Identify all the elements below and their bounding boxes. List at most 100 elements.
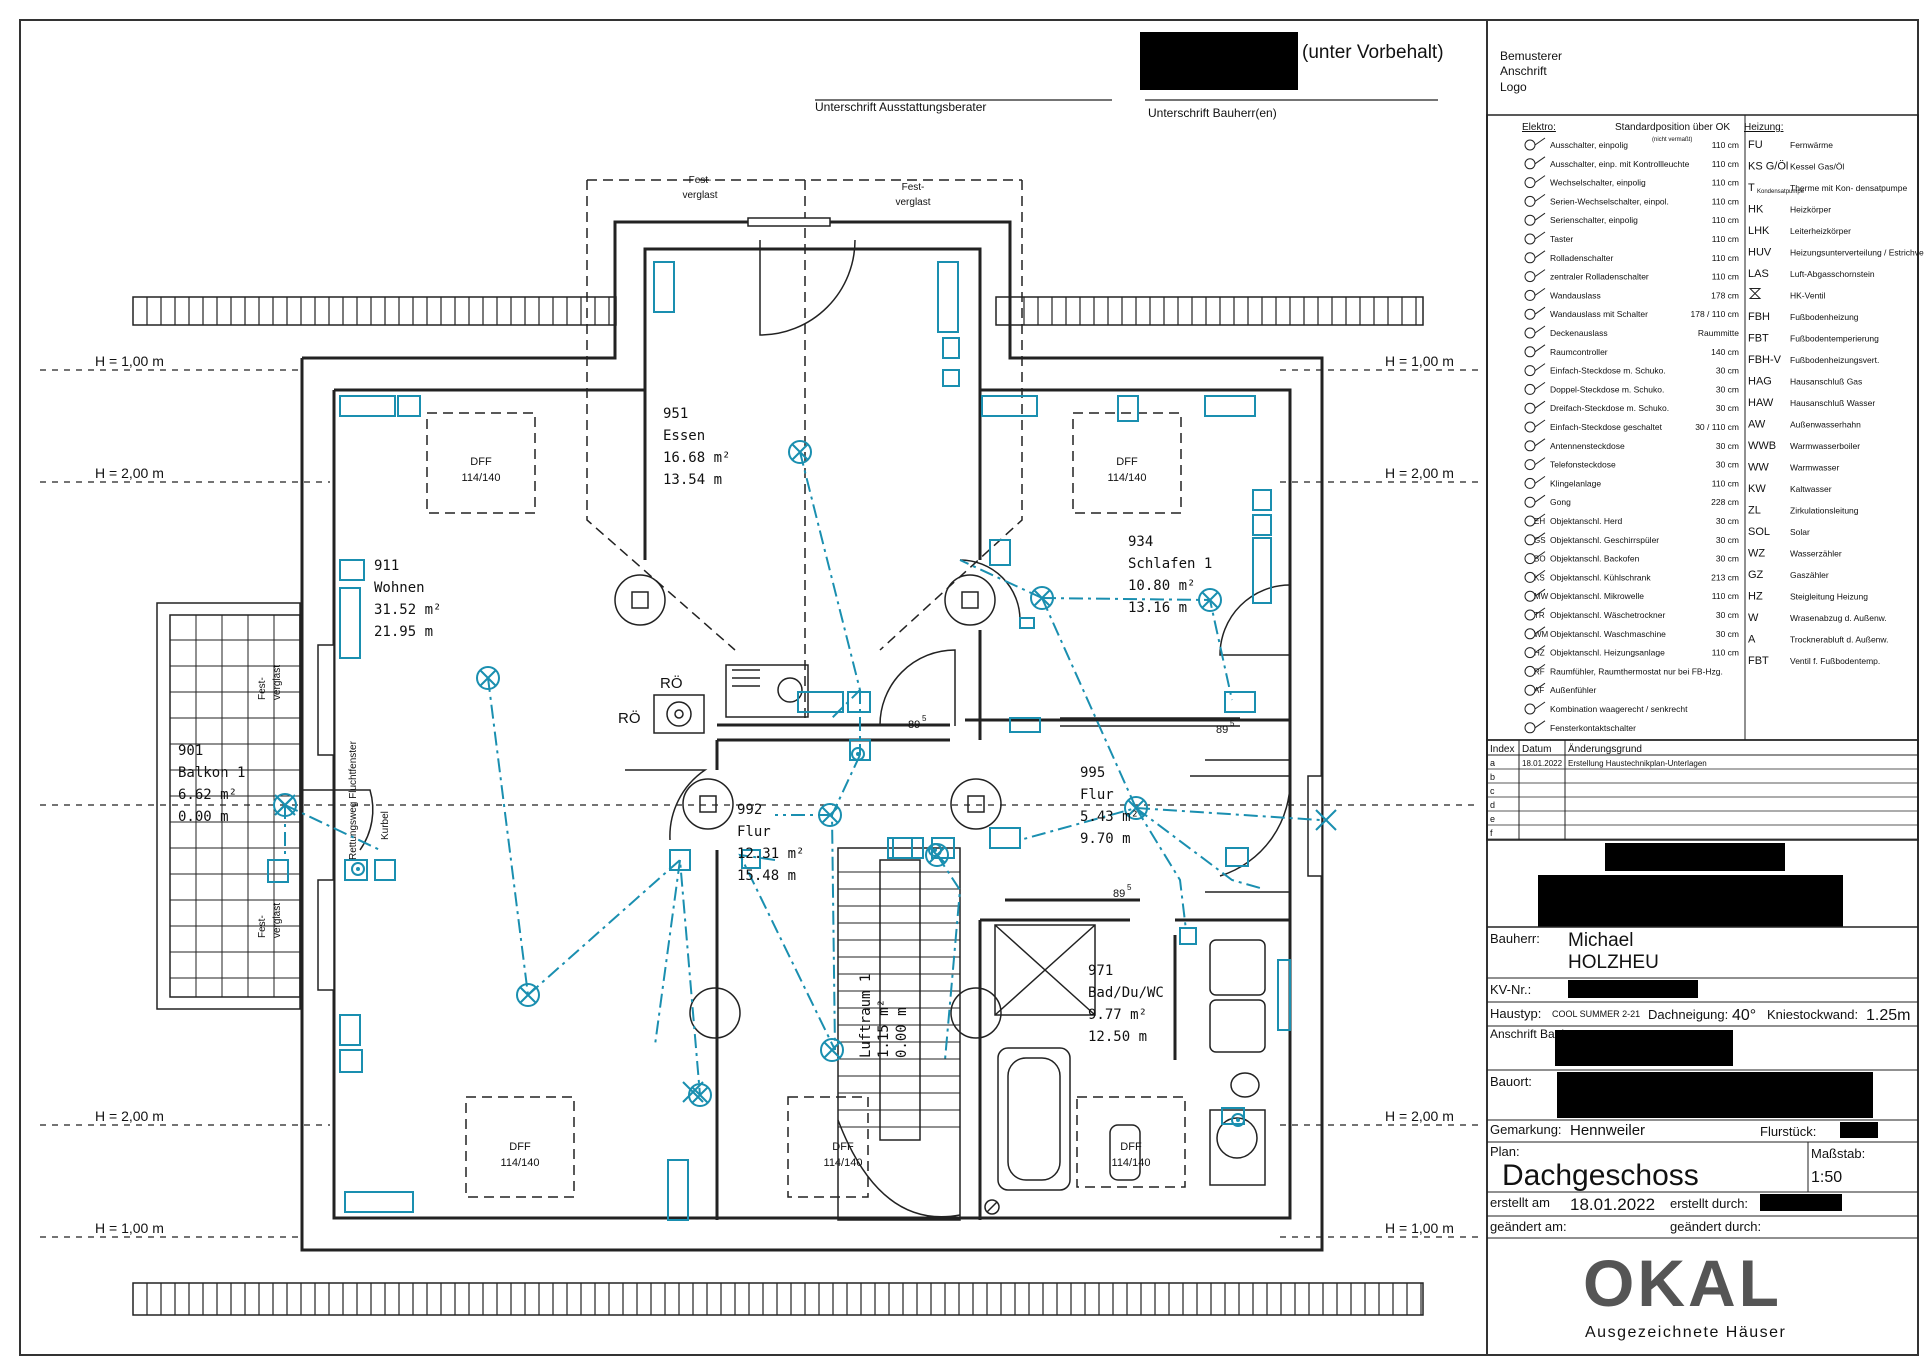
legend-height: 178 cm [1711,290,1739,300]
roof-windows: DFF 114/140 DFF 114/140 DFF 114/140 DFF … [426,412,1186,1198]
legend-height: 30 / 110 cm [1695,422,1739,432]
dff-label-flur: DFF [832,1141,854,1153]
legend-label: Hausanschluß Wasser [1790,398,1875,408]
legend-code: RF [1534,667,1545,676]
legend-label: Kaltwasser [1790,484,1832,494]
socket-icon [344,859,368,881]
dim-tag-1: 89 [908,719,920,731]
dim-tag-1-sup: 5 [922,714,927,723]
svg-text:971: 971 [1088,963,1113,979]
room-flur-992: 992 Flur 12.31 m² 15.48 m [737,802,804,884]
legend-label: Heizkörper [1790,205,1831,215]
kv-label: KV-Nr.: [1490,982,1531,997]
legend-label: Leiterheizkörper [1790,226,1851,236]
socket-icon [892,837,924,859]
legend-code: FBH-V [1748,354,1782,366]
svg-text:Balkon 1: Balkon 1 [178,765,245,781]
staircase [837,847,961,1221]
legend-code: WZ [1748,548,1765,560]
socket-icon [339,1014,361,1046]
dff-label-wohnen: DFF [470,456,492,468]
socket-icon [1179,927,1197,945]
svg-text:901: 901 [178,743,203,759]
room-labels: 951 Essen 16.68 m² 13.54 m 911 Wohnen 31… [178,406,1212,1058]
legend-code: TR [1534,611,1545,620]
socket-icon [989,539,1011,566]
svg-text:6.62 m²: 6.62 m² [178,787,237,803]
kitchen-fixtures: RÖ RÖ [618,664,809,734]
socket-icon [1252,489,1272,511]
geaendert-am-label: geändert am: [1490,1219,1567,1234]
legend-height: 110 cm [1712,253,1739,263]
legend-symbol-icon [1524,212,1546,226]
room-schlafen: 934 Schlafen 1 10.80 m² 13.16 m [1128,534,1212,616]
socket-icon [1204,395,1256,417]
legend-code: HAG [1748,376,1772,388]
balcony [156,602,301,1010]
bemusterer-block: Bemusterer Anschrift Logo [1500,49,1562,94]
legend-label: Deckenauslass [1550,328,1608,338]
legend-label: Gong [1550,497,1571,507]
legend-label: Objektanschl. Kühlschrank [1550,572,1651,582]
socket-icon [1009,717,1041,733]
legend-label: Objektanschl. Wäschetrockner [1550,610,1665,620]
revision-header: Änderungsgrund [1568,743,1642,755]
legend-symbol-icon [1524,419,1546,433]
legend-label: HK-Ventil [1790,291,1826,301]
legend-label: Wrasenabzug d. Außenw. [1790,613,1887,623]
legend-label: Wechselschalter, einpolig [1550,178,1646,188]
legend-code: KS G/Öl [1748,161,1788,173]
legend-symbol-icon [1524,475,1546,489]
legend-symbol-icon [1524,287,1546,301]
electrical-symbols [267,261,1337,1221]
legend-elektro-row: Kombination waagerecht / senkrecht [1524,701,1688,715]
room-balkon: 901 Balkon 1 6.62 m² 0.00 m [178,743,245,825]
legend-symbol-icon [1524,457,1546,471]
legend-label: Wandauslass [1550,290,1601,300]
legend-label: Raumfühler, Raumthermostat nur bei FB-Hz… [1550,666,1723,676]
svg-text:9.70 m: 9.70 m [1080,831,1131,847]
height-label-tl-100: H = 1,00 m [95,353,164,369]
legend-symbol-icon [1524,607,1546,621]
legend-symbol-icon [1524,494,1546,508]
svg-text:911: 911 [374,558,399,574]
svg-text:951: 951 [663,406,688,422]
legend-code: HZ [1534,649,1545,658]
dim-tag-2: 89 [1216,724,1228,736]
switch-icon [351,862,365,876]
legend-label: Therme mit Kon- densatpumpe [1790,183,1907,193]
ceiling-outlet-icon [688,1083,712,1107]
legend-label: Wandauslass mit Schalter [1550,309,1648,319]
legend-symbol-icon [1524,701,1546,715]
roe-label-2: RÖ [618,709,641,727]
revision-reason: Erstellung Haustechnikplan-Unterlagen [1568,759,1707,768]
legend-label: Objektanschl. Waschmaschine [1550,629,1666,639]
bauherr-line-1: Michael [1568,930,1633,951]
legend-code: T [1748,182,1755,194]
svg-text:995: 995 [1080,765,1105,781]
socket-icon [1225,847,1249,867]
kurbel-label: Kurbel [380,811,391,840]
revision-index: a [1490,758,1495,768]
legend-height: 110 cm [1712,591,1739,601]
revision-header: Datum [1522,744,1551,755]
legend-std-title: Standardposition über OK [1615,122,1730,133]
socket-icon [669,849,691,871]
legend-height: Raummitte [1698,328,1739,338]
fest-label-4b: verglast [272,903,283,938]
dim-tag-3-sup: 5 [1127,883,1132,892]
sig-berater-label: Unterschrift Ausstattungsberater [815,100,986,114]
legend-height: 30 cm [1716,441,1739,451]
